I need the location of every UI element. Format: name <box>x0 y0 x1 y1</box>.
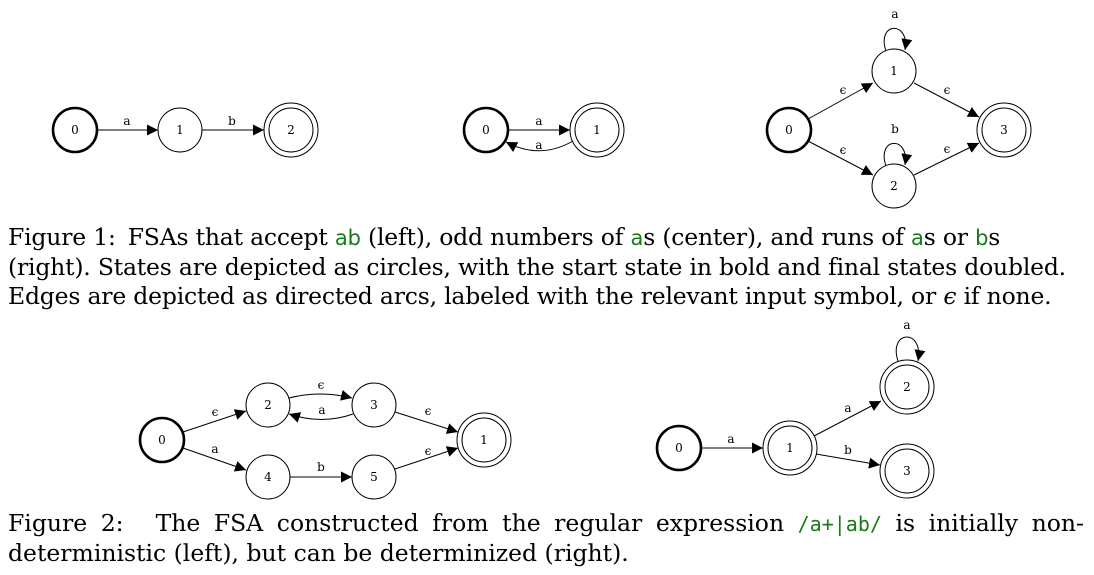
edge-label: a <box>844 401 851 415</box>
caption-code: /a+|ab/ <box>797 512 882 536</box>
edge-label: a <box>535 114 542 128</box>
state-label: 2 <box>890 179 898 193</box>
edge-loop <box>895 336 926 362</box>
caption-text: s or <box>923 223 976 251</box>
state-final-inner <box>884 364 930 410</box>
state-final-inner <box>767 425 813 471</box>
state <box>871 48 917 94</box>
edge-label: a <box>727 432 734 446</box>
edge <box>807 82 874 120</box>
edge-loop <box>883 27 913 52</box>
state-label: 0 <box>675 441 683 455</box>
state-final-inner <box>574 107 620 153</box>
caption-text: s (right). States are depicted as circle… <box>8 223 1066 310</box>
caption-code: a <box>911 226 924 250</box>
caption-label: Figure 1: <box>8 223 116 251</box>
state-label: 0 <box>785 123 793 137</box>
figure-2-caption: Figure 2: The FSA constructed from the re… <box>8 509 1084 568</box>
edge-label: b <box>228 114 236 128</box>
state-label: 1 <box>176 123 184 137</box>
edge <box>288 389 353 401</box>
edge <box>394 446 459 470</box>
edge-label: b <box>891 122 899 136</box>
state <box>245 382 291 428</box>
state-final-outer <box>879 359 935 415</box>
figure-1-caption: Figure 1:FSAs that accept ab (left), odd… <box>8 223 1084 311</box>
state-label: 0 <box>482 123 490 137</box>
edge-label: ϵ <box>944 142 951 156</box>
edge <box>182 409 247 433</box>
state-final-inner <box>981 107 1027 153</box>
state-label: 0 <box>158 433 166 447</box>
edge-label: a <box>535 138 542 152</box>
edge <box>815 453 881 469</box>
nfa-left: 0 2 3 4 5 1 ϵ a ϵ a ϵ b ϵ <box>138 378 512 500</box>
caption-text: is initially non-deterministic (left), b… <box>8 509 1084 567</box>
edge-label: b <box>844 443 852 457</box>
caption-code: a <box>630 226 644 250</box>
state-final-inner <box>884 448 930 494</box>
state-label: 1 <box>786 441 794 455</box>
state-label: 3 <box>903 464 911 478</box>
edge <box>813 400 882 437</box>
fsa-right: 0 1 2 3 a ϵ ϵ b ϵ ϵ <box>765 7 1032 209</box>
edge <box>913 142 980 176</box>
state-label: 0 <box>71 123 79 137</box>
fsa-center: 0 1 a a <box>462 102 625 158</box>
state-final-outer <box>879 443 935 499</box>
edge-label: a <box>903 318 910 332</box>
caption-text: s (center), and runs of <box>643 223 912 251</box>
fsa-left: 0 1 2 a b <box>51 102 319 158</box>
caption-text: The FSA constructed from the regular exp… <box>155 509 798 537</box>
state-final-outer <box>456 412 512 468</box>
edge <box>288 412 354 423</box>
caption-label: Figure 2: <box>8 509 124 537</box>
state-final-inner <box>268 107 314 153</box>
edge-label: ϵ <box>840 83 847 97</box>
caption-epsilon: ϵ <box>943 282 957 310</box>
edge <box>505 140 574 153</box>
state-label: 2 <box>287 123 295 137</box>
edge-label: ϵ <box>840 143 847 157</box>
state-label: 3 <box>1000 123 1008 137</box>
edge <box>913 82 980 118</box>
edge-loop <box>883 142 913 167</box>
edge-label: ϵ <box>425 404 432 418</box>
edge-label: a <box>211 442 218 456</box>
state <box>351 382 397 428</box>
edge-label: b <box>317 460 325 474</box>
edge-label: a <box>123 114 130 128</box>
state-start <box>765 106 813 154</box>
figure-1-diagram: 0 1 2 a b 0 1 a a 0 1 2 3 a <box>51 7 1032 209</box>
state-label: 2 <box>903 380 911 394</box>
edge-label: ϵ <box>425 444 432 458</box>
state-label: 1 <box>593 123 601 137</box>
caption-text: if none. <box>956 282 1052 310</box>
state <box>871 163 917 209</box>
dfa-right: 0 1 2 3 a a a b <box>655 318 935 499</box>
state-label: 5 <box>370 470 378 484</box>
edge <box>182 447 247 472</box>
edge-label: ϵ <box>212 405 219 419</box>
caption-text: FSAs that accept <box>127 223 335 251</box>
edge <box>807 140 874 176</box>
state-final-outer <box>976 102 1032 158</box>
edge <box>394 411 459 434</box>
state-label: 1 <box>890 64 898 78</box>
caption-code: ab <box>334 226 361 250</box>
state-label: 1 <box>480 433 488 447</box>
caption-text: (left), odd numbers of <box>360 223 631 251</box>
edge-label: ϵ <box>318 378 325 392</box>
caption-code: b <box>975 226 989 250</box>
state-start <box>138 416 186 464</box>
state-label: 4 <box>264 470 272 484</box>
state-label: 3 <box>370 398 378 412</box>
state-label: 2 <box>264 398 272 412</box>
edge-label: a <box>891 7 898 21</box>
edge-label: a <box>318 403 325 417</box>
state-final-inner <box>461 417 507 463</box>
edge-label: ϵ <box>944 83 951 97</box>
figure-2-diagram: 0 2 3 4 5 1 ϵ a ϵ a ϵ b ϵ 0 1 <box>138 318 935 500</box>
